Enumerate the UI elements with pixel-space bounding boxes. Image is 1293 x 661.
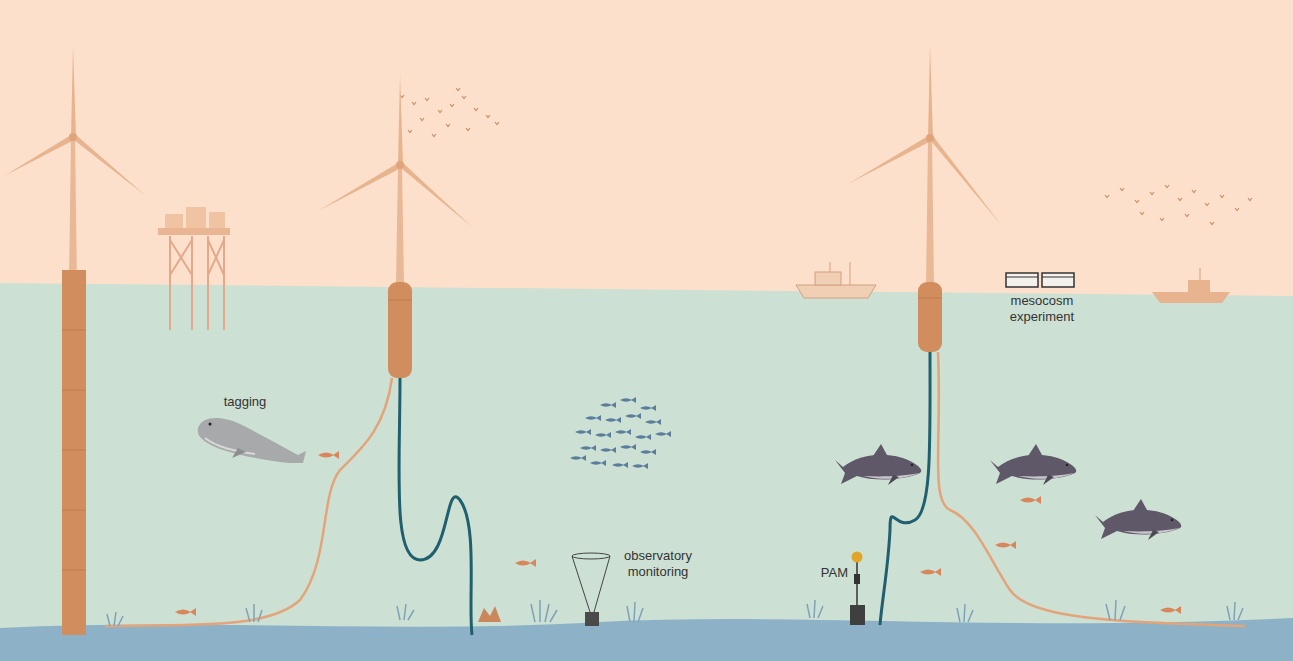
substation-platform (158, 207, 230, 330)
annotation-label: observatory monitoring (610, 548, 706, 580)
sea (0, 283, 1293, 661)
power-cable (105, 378, 392, 626)
spar-seam (388, 300, 412, 301)
fish-school (570, 397, 671, 469)
spar-buoy (918, 282, 942, 352)
observatory-frame (572, 553, 610, 626)
ship (796, 262, 876, 298)
mesocosm-tanks (1006, 273, 1074, 287)
bird-flock (1105, 185, 1252, 225)
power-cable (399, 378, 472, 635)
bird-flock (400, 88, 499, 137)
seal (198, 418, 306, 463)
annotation-label: PAM (808, 565, 848, 581)
floating-turbine (848, 44, 1002, 285)
porpoise (835, 444, 1181, 540)
floating-turbine (318, 74, 472, 285)
annotation-label: tagging (200, 394, 290, 410)
seabed-vegetation (107, 600, 1243, 626)
power-cable (938, 352, 1245, 626)
seabed-object (478, 606, 501, 622)
ship (1152, 268, 1230, 303)
pam-hydrophone (850, 552, 865, 626)
annotation-label: mesocosm experiment (1000, 293, 1084, 325)
monopile-turbine (4, 45, 146, 635)
spar-seam (918, 298, 942, 299)
power-cable (880, 352, 930, 625)
spar-buoy (388, 282, 412, 378)
